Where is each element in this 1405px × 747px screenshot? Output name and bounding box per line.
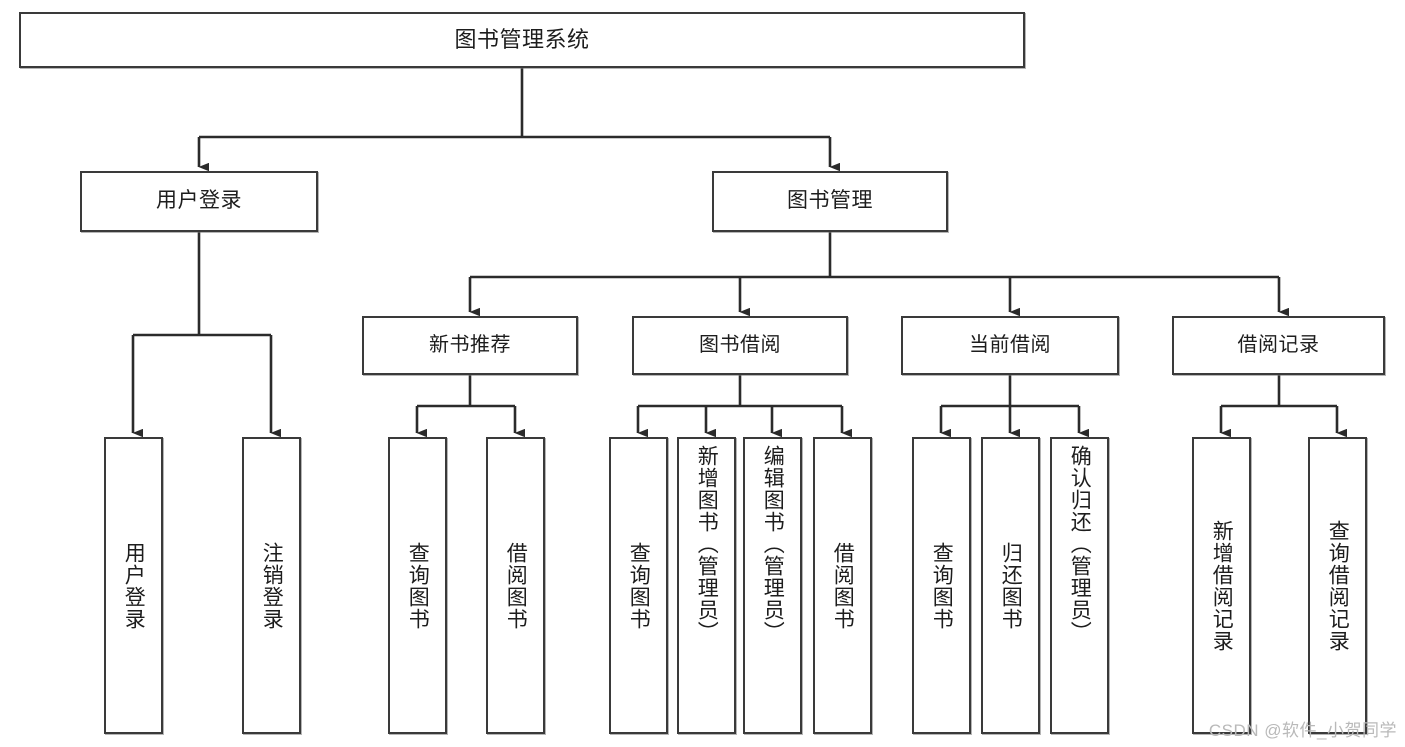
node-leaf-query-book-1-label: 查询图书 — [406, 541, 430, 630]
node-borrow-record-label: 借阅记录 — [1237, 333, 1320, 356]
node-current-borrow[interactable]: 当前借阅 — [901, 316, 1119, 375]
node-leaf-return-book[interactable]: 归还图书 — [981, 437, 1040, 734]
node-leaf-confirm-return-label: 确认归还（管理员） — [1068, 445, 1092, 643]
node-leaf-query-book-2-label: 查询图书 — [627, 541, 651, 630]
node-leaf-query-book-2[interactable]: 查询图书 — [609, 437, 668, 734]
node-book-manage[interactable]: 图书管理 — [712, 171, 948, 232]
node-leaf-add-record-label: 新增借阅记录 — [1210, 519, 1234, 652]
node-leaf-borrow-book-2[interactable]: 借阅图书 — [813, 437, 872, 734]
node-leaf-logout[interactable]: 注销登录 — [242, 437, 301, 734]
node-leaf-query-record-label: 查询借阅记录 — [1326, 519, 1350, 652]
node-leaf-query-book-1[interactable]: 查询图书 — [388, 437, 447, 734]
node-leaf-edit-book-label: 编辑图书（管理员） — [761, 445, 785, 643]
node-leaf-query-book-3[interactable]: 查询图书 — [912, 437, 971, 734]
node-root[interactable]: 图书管理系统 — [19, 12, 1025, 68]
node-leaf-logout-label: 注销登录 — [260, 541, 284, 630]
node-user-login-label: 用户登录 — [156, 189, 242, 213]
node-leaf-user-login-label: 用户登录 — [122, 541, 146, 630]
node-book-borrow-label: 图书借阅 — [699, 333, 781, 356]
node-leaf-add-record[interactable]: 新增借阅记录 — [1192, 437, 1251, 734]
node-new-book-recommend-label: 新书推荐 — [429, 333, 511, 356]
node-current-borrow-label: 当前借阅 — [969, 333, 1051, 356]
node-user-login[interactable]: 用户登录 — [80, 171, 318, 232]
node-leaf-borrow-book-1-label: 借阅图书 — [504, 541, 528, 630]
node-leaf-add-book-label: 新增图书（管理员） — [695, 445, 719, 643]
watermark-text: CSDN @软件_小贺同学 — [1208, 721, 1397, 740]
node-leaf-query-record[interactable]: 查询借阅记录 — [1308, 437, 1367, 734]
node-leaf-user-login[interactable]: 用户登录 — [104, 437, 163, 734]
node-leaf-edit-book[interactable]: 编辑图书（管理员） — [743, 437, 802, 734]
node-leaf-borrow-book-1[interactable]: 借阅图书 — [486, 437, 545, 734]
node-root-label: 图书管理系统 — [454, 27, 590, 53]
node-leaf-confirm-return[interactable]: 确认归还（管理员） — [1050, 437, 1109, 734]
node-new-book-recommend[interactable]: 新书推荐 — [362, 316, 578, 375]
node-book-borrow[interactable]: 图书借阅 — [632, 316, 848, 375]
node-leaf-query-book-3-label: 查询图书 — [930, 541, 954, 630]
node-book-manage-label: 图书管理 — [787, 189, 873, 213]
node-leaf-add-book[interactable]: 新增图书（管理员） — [677, 437, 736, 734]
node-borrow-record[interactable]: 借阅记录 — [1172, 316, 1385, 375]
node-leaf-return-book-label: 归还图书 — [999, 541, 1023, 630]
node-leaf-borrow-book-2-label: 借阅图书 — [831, 541, 855, 630]
